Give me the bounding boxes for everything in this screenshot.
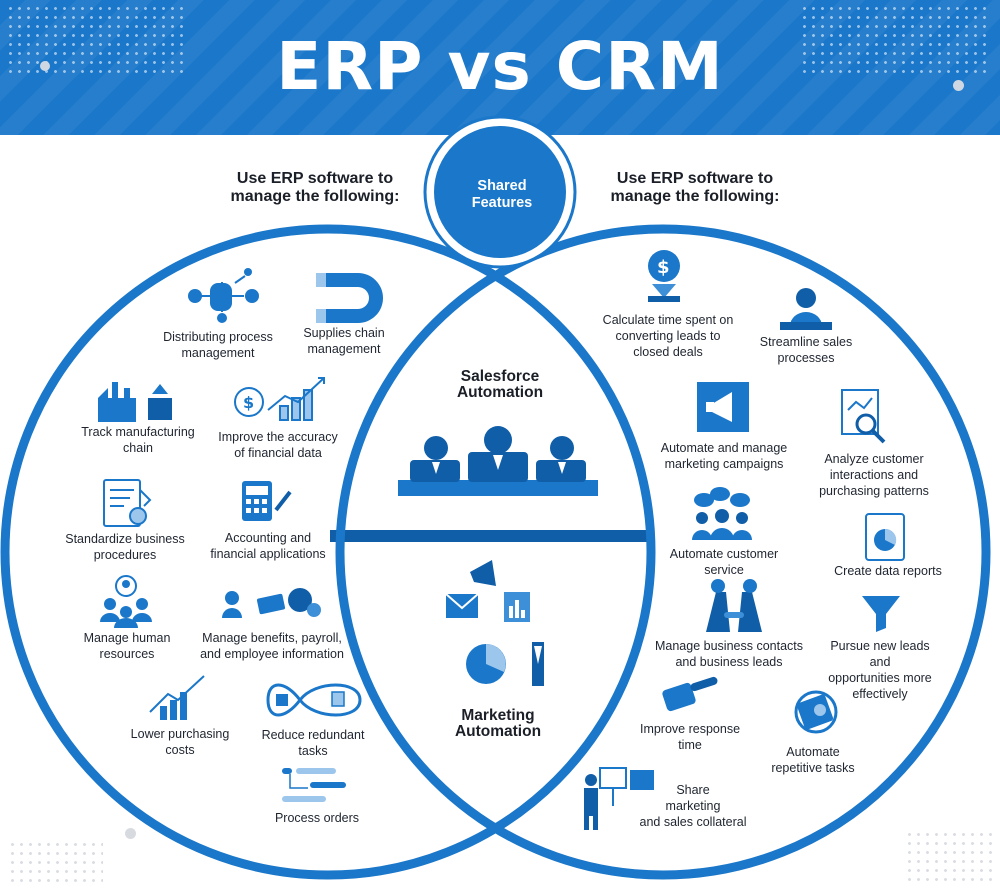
crm-item-response-time: Improve response time bbox=[639, 722, 741, 752]
svg-text:$: $ bbox=[657, 257, 670, 278]
crm-item-streamline: Streamline sales processes bbox=[759, 335, 853, 365]
hourglass-money-icon: $ bbox=[648, 250, 680, 302]
shared-features-badge bbox=[434, 126, 566, 258]
crm-item-contacts: Manage business contacts and business le… bbox=[654, 639, 804, 669]
title-banner: ERP vs CRM bbox=[0, 0, 1000, 135]
decor-dot-pattern bbox=[905, 830, 995, 885]
pointing-hand-icon bbox=[662, 676, 718, 712]
page-title: ERP vs CRM bbox=[276, 28, 724, 105]
calculator-icon bbox=[242, 481, 292, 521]
erp-item-payroll: Manage benefits, payroll, and employee i… bbox=[200, 631, 344, 661]
shared-item-salesforce: Salesforce Automation bbox=[456, 368, 544, 401]
procedure-document-icon bbox=[103, 479, 152, 527]
decor-dot bbox=[40, 61, 50, 71]
decor-dot-pattern bbox=[8, 840, 103, 885]
funnel-icon bbox=[862, 596, 900, 632]
crm-item-data-reports: Create data reports bbox=[834, 564, 942, 578]
report-magnifier-icon bbox=[841, 389, 886, 444]
erp-item-manufacturing: Track manufacturing chain bbox=[81, 425, 195, 455]
touch-screen-icon bbox=[794, 690, 838, 734]
network-nodes-icon bbox=[188, 268, 259, 323]
erp-item-accounting: Accounting and financial applications bbox=[210, 531, 326, 561]
erp-item-purchasing: Lower purchasing costs bbox=[130, 727, 230, 757]
order-flow-icon bbox=[282, 768, 346, 802]
shared-features-label: Shared Features bbox=[471, 178, 533, 211]
people-hierarchy-icon bbox=[100, 575, 152, 628]
magnet-chain-icon bbox=[316, 273, 383, 323]
crm-item-repetitive: Automate repetitive tasks bbox=[771, 745, 855, 775]
banner-dot-pattern bbox=[800, 4, 990, 74]
erp-item-human-resources: Manage human resources bbox=[83, 631, 171, 661]
crm-heading: Use ERP software to manage the following… bbox=[610, 170, 780, 205]
handshake-icon bbox=[706, 579, 762, 632]
agent-desk-icon bbox=[780, 288, 832, 330]
intersection-divider bbox=[330, 530, 651, 542]
erp-heading: Use ERP software to manage the following… bbox=[230, 170, 400, 205]
crm-item-new-leads: Pursue new leads and opportunities more … bbox=[828, 639, 932, 701]
erp-circle bbox=[0, 224, 656, 880]
shared-item-marketing: Marketing Automation bbox=[454, 707, 542, 740]
presenter-icon bbox=[584, 767, 654, 830]
crm-item-calculate-time: Calculate time spent on converting leads… bbox=[602, 313, 734, 359]
marketing-tools-icon bbox=[445, 560, 544, 686]
sales-agents-icon bbox=[398, 426, 598, 496]
erp-item-distributing: Distributing process management bbox=[163, 330, 273, 360]
erp-item-standardize: Standardize business procedures bbox=[65, 532, 185, 562]
chat-people-icon bbox=[692, 487, 752, 540]
infinity-loop-icon bbox=[266, 683, 362, 717]
finance-growth-icon: $ bbox=[234, 377, 325, 421]
crm-item-analyze: Analyze customer interactions and purcha… bbox=[819, 452, 929, 498]
crm-item-collateral: Share marketing and sales collateral bbox=[639, 783, 747, 829]
payroll-icon bbox=[222, 588, 321, 618]
decor-dot bbox=[125, 828, 136, 839]
banner-dot-pattern bbox=[6, 4, 186, 74]
erp-item-redundant: Reduce redundant tasks bbox=[261, 728, 365, 758]
erp-item-financial-accuracy: Improve the accuracy of financial data bbox=[218, 430, 338, 460]
erp-item-supply-chain: Supplies chain management bbox=[303, 326, 385, 356]
bar-growth-icon bbox=[149, 675, 205, 720]
crm-circle bbox=[335, 224, 991, 880]
decor-dot bbox=[953, 80, 964, 91]
crm-item-customer-service: Automate customer service bbox=[669, 547, 779, 577]
crm-item-campaigns: Automate and manage marketing campaigns bbox=[660, 441, 788, 471]
pie-report-icon bbox=[865, 513, 905, 561]
svg-text:$: $ bbox=[243, 393, 254, 412]
factory-box-icon bbox=[98, 382, 172, 422]
erp-item-orders: Process orders bbox=[274, 811, 360, 825]
megaphone-icon bbox=[697, 382, 749, 432]
